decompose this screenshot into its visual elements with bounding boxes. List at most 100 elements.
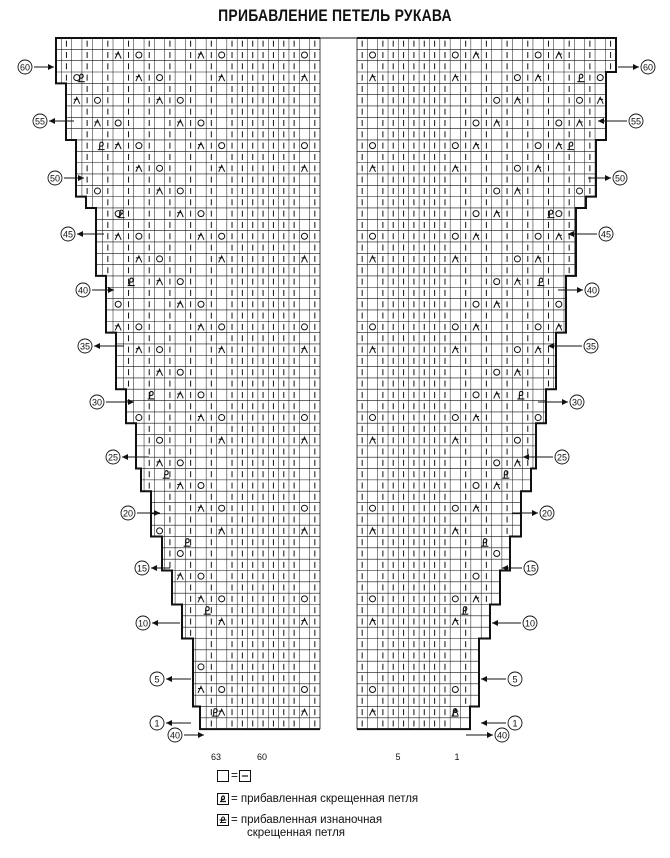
decrease-stitch (197, 413, 205, 422)
left-row-arrowhead (152, 620, 158, 626)
decrease-stitch (218, 707, 226, 716)
decrease-stitch (301, 73, 308, 82)
decrease-stitch (451, 436, 459, 444)
right-row-arrowhead (568, 231, 574, 237)
decrease-stitch (197, 50, 205, 59)
yarn-over-stitch (300, 232, 308, 240)
decrease-stitch (513, 186, 521, 195)
yarn-over-stitch (218, 414, 226, 422)
decrease-stitch (472, 50, 480, 59)
right-row-label-20: 20 (542, 508, 552, 518)
left-row-arrowhead (198, 732, 204, 738)
right-row-label-55: 55 (631, 116, 641, 126)
yarn-over-stitch (369, 142, 377, 150)
decrease-stitch (493, 390, 501, 399)
yarn-over-stitch (451, 414, 459, 422)
added-purl-crossed-loop (127, 277, 135, 287)
decrease-stitch (472, 232, 480, 240)
decrease-stitch (369, 345, 376, 354)
right-row-label-25: 25 (557, 452, 567, 462)
right-row-arrowhead (633, 64, 639, 70)
yarn-over-stitch (135, 232, 143, 240)
yarn-over-stitch (534, 323, 542, 331)
yarn-over-stitch (218, 685, 226, 693)
decrease-stitch (197, 232, 205, 240)
right-row-arrowhead (492, 620, 498, 626)
left-row-label-25-circle (105, 449, 121, 465)
left-row-arrowhead (108, 287, 114, 293)
right-column-label-5: 5 (395, 752, 400, 762)
yarn-over-stitch (369, 685, 377, 693)
added-crossed-loop (451, 708, 459, 717)
right-row-arrowhead (548, 343, 554, 349)
decrease-stitch (451, 526, 459, 535)
yarn-over-stitch (472, 119, 480, 127)
decrease-stitch (555, 50, 563, 59)
yarn-over-stitch (300, 323, 308, 331)
decrease-stitch (534, 73, 542, 82)
decrease-stitch (369, 436, 376, 444)
right-row-label-45-circle (598, 226, 614, 242)
left-row-label-50-circle (47, 170, 63, 186)
yarn-over-stitch (451, 504, 459, 512)
yarn-over-stitch (534, 51, 542, 59)
right-row-label-5-circle (507, 671, 523, 687)
yarn-over-stitch (218, 232, 226, 240)
decrease-stitch (218, 617, 226, 626)
decrease-stitch (176, 481, 184, 490)
decrease-stitch (135, 254, 143, 263)
decrease-stitch (197, 594, 205, 603)
decrease-stitch (218, 436, 226, 444)
added-crossed-loop-icon (217, 793, 229, 805)
left-row-label-50: 50 (50, 173, 60, 183)
yarn-over-stitch (451, 51, 459, 59)
yarn-over-stitch (369, 504, 377, 512)
yarn-over-stitch (156, 164, 164, 172)
decrease-stitch (493, 481, 501, 490)
yarn-over-stitch (197, 482, 205, 490)
left-row-arrowhead (166, 720, 172, 726)
decrease-stitch (301, 345, 308, 354)
chart-title: ПРИБАВЛЕНИЕ ПЕТЕЛЬ РУКАВА (218, 6, 452, 25)
empty-cell-icon (217, 770, 229, 782)
decrease-stitch (135, 164, 143, 173)
yarn-over-stitch (472, 572, 480, 580)
left-row-label-1: 1 (154, 718, 159, 728)
added-crossed-loop (517, 390, 525, 400)
left-row-label-20: 20 (123, 508, 133, 518)
decrease-stitch (369, 617, 376, 626)
yarn-over-stitch (93, 96, 101, 104)
decrease-stitch (534, 345, 542, 354)
left-row-arrowhead (122, 454, 128, 460)
yarn-over-stitch (156, 255, 164, 263)
yarn-over-stitch (176, 550, 184, 558)
left-panel-outline (55, 37, 320, 731)
yarn-over-stitch (451, 323, 459, 331)
yarn-over-stitch (513, 436, 521, 444)
decrease-stitch (534, 164, 542, 173)
decrease-stitch (301, 526, 308, 535)
decrease-stitch (218, 254, 226, 263)
right-panel-outline (357, 37, 617, 731)
decrease-stitch (555, 322, 563, 331)
yarn-over-stitch (534, 142, 542, 150)
yarn-over-stitch (493, 187, 501, 195)
yarn-over-stitch (135, 142, 143, 150)
decrease-stitch (197, 685, 205, 694)
yarn-over-stitch (369, 414, 377, 422)
decrease-stitch (369, 526, 376, 535)
decrease-stitch (513, 368, 521, 376)
left-row-label-15: 15 (137, 563, 147, 573)
right-row-label-45: 45 (601, 229, 611, 239)
decrease-stitch (513, 458, 521, 467)
added-purl-crossed-loop (162, 470, 170, 479)
left-row-label-35-circle (77, 338, 93, 354)
added-purl-crossed-loop (567, 141, 575, 151)
right-row-label-15: 15 (526, 563, 536, 573)
yarn-over-stitch (218, 504, 226, 512)
added-purl-crossed-loop (97, 141, 105, 151)
yarn-over-stitch (513, 255, 521, 263)
decrease-stitch (176, 571, 184, 580)
decrease-stitch (176, 390, 184, 399)
right-row-label-35-circle (583, 338, 599, 354)
